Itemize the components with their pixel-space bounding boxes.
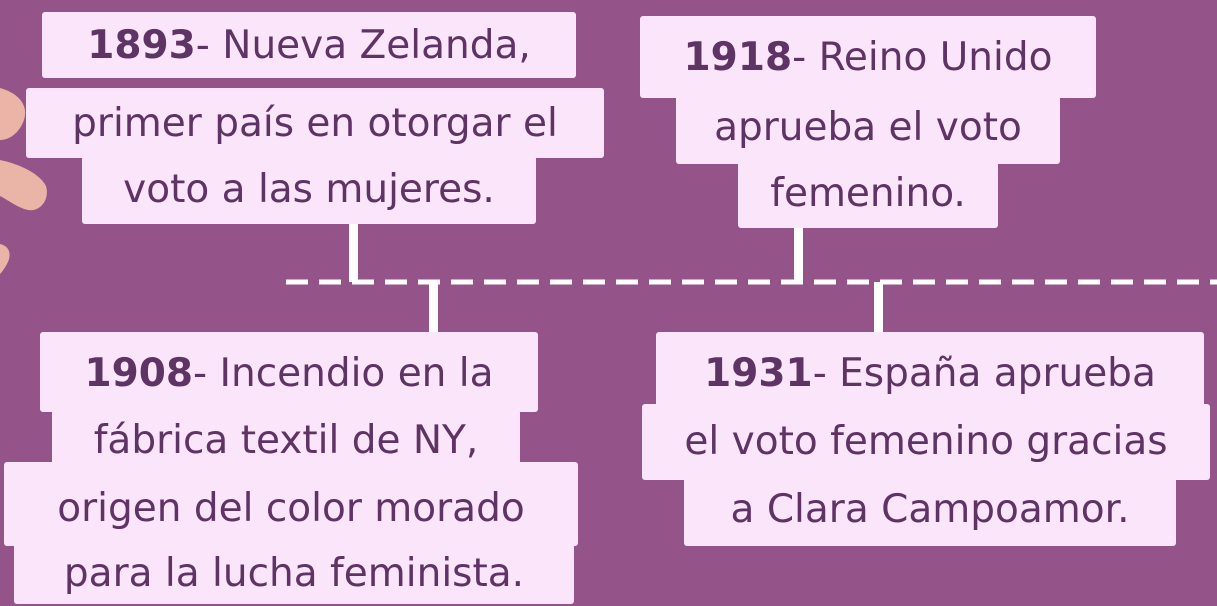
connector-1893 <box>349 222 358 282</box>
event-1893-year: 1893 <box>87 22 196 68</box>
event-1908-line-4: para la lucha feminista. <box>63 550 525 596</box>
event-1931-line-3: a Clara Campoamor. <box>730 486 1130 532</box>
event-1908-line-3: origen del color morado <box>57 485 525 531</box>
hand-illustration <box>0 88 47 274</box>
event-1918-year: 1918 <box>683 34 793 80</box>
connector-1931 <box>874 282 883 338</box>
event-1893-line-3: voto a las mujeres. <box>123 166 495 212</box>
event-1918-line-3: femenino. <box>770 170 966 216</box>
event-1908-year: 1908 <box>84 350 193 396</box>
event-1931-line-1: 1931 - España aprueba <box>704 350 1156 396</box>
event-1893-line-1: 1893 - Nueva Zelanda, <box>87 22 531 68</box>
event-1893-line-2: primer país en otorgar el <box>72 100 558 146</box>
event-1918-line-1: 1918 - Reino Unido <box>683 34 1053 80</box>
event-1908-line-2: fábrica textil de NY, <box>93 417 479 463</box>
connector-1918 <box>794 228 803 282</box>
event-1918-line-2: aprueba el voto <box>714 104 1022 150</box>
event-1908-line-1: 1908 - Incendio en la <box>84 350 494 396</box>
event-1931-line-2: el voto femenino gracias <box>684 418 1168 464</box>
connector-1908 <box>429 282 438 338</box>
event-1931-year: 1931 <box>704 350 813 396</box>
